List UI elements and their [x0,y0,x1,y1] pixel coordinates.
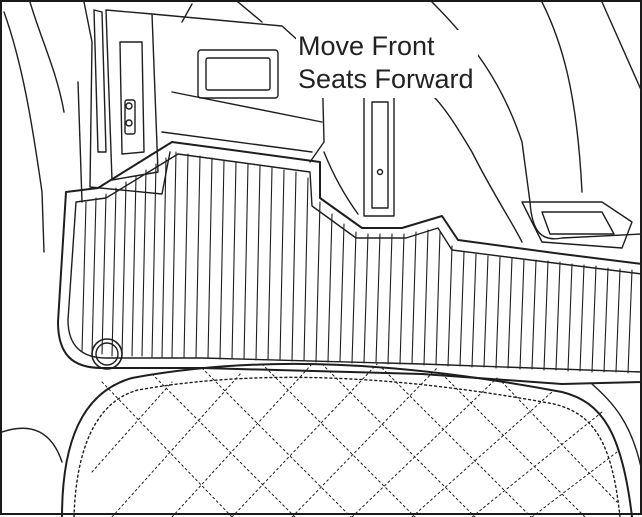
caption-line-2: Seats Forward [298,64,474,94]
floor-mat-inner-edge [67,153,642,373]
door-trim [591,383,642,473]
mat-grommet [91,338,123,370]
figure-caption: Move Front Seats Forward [296,30,478,98]
rear-seat-cushion [2,362,633,517]
floor-mat-outline [57,141,642,385]
center-tunnel [151,2,325,163]
right-seat-rail [323,89,395,217]
mat-ribs [81,151,633,374]
left-seat-edge [3,2,65,253]
quilt-pattern [91,363,618,517]
caption-line-1: Move Front [298,31,435,61]
left-seat-rail [77,2,171,203]
